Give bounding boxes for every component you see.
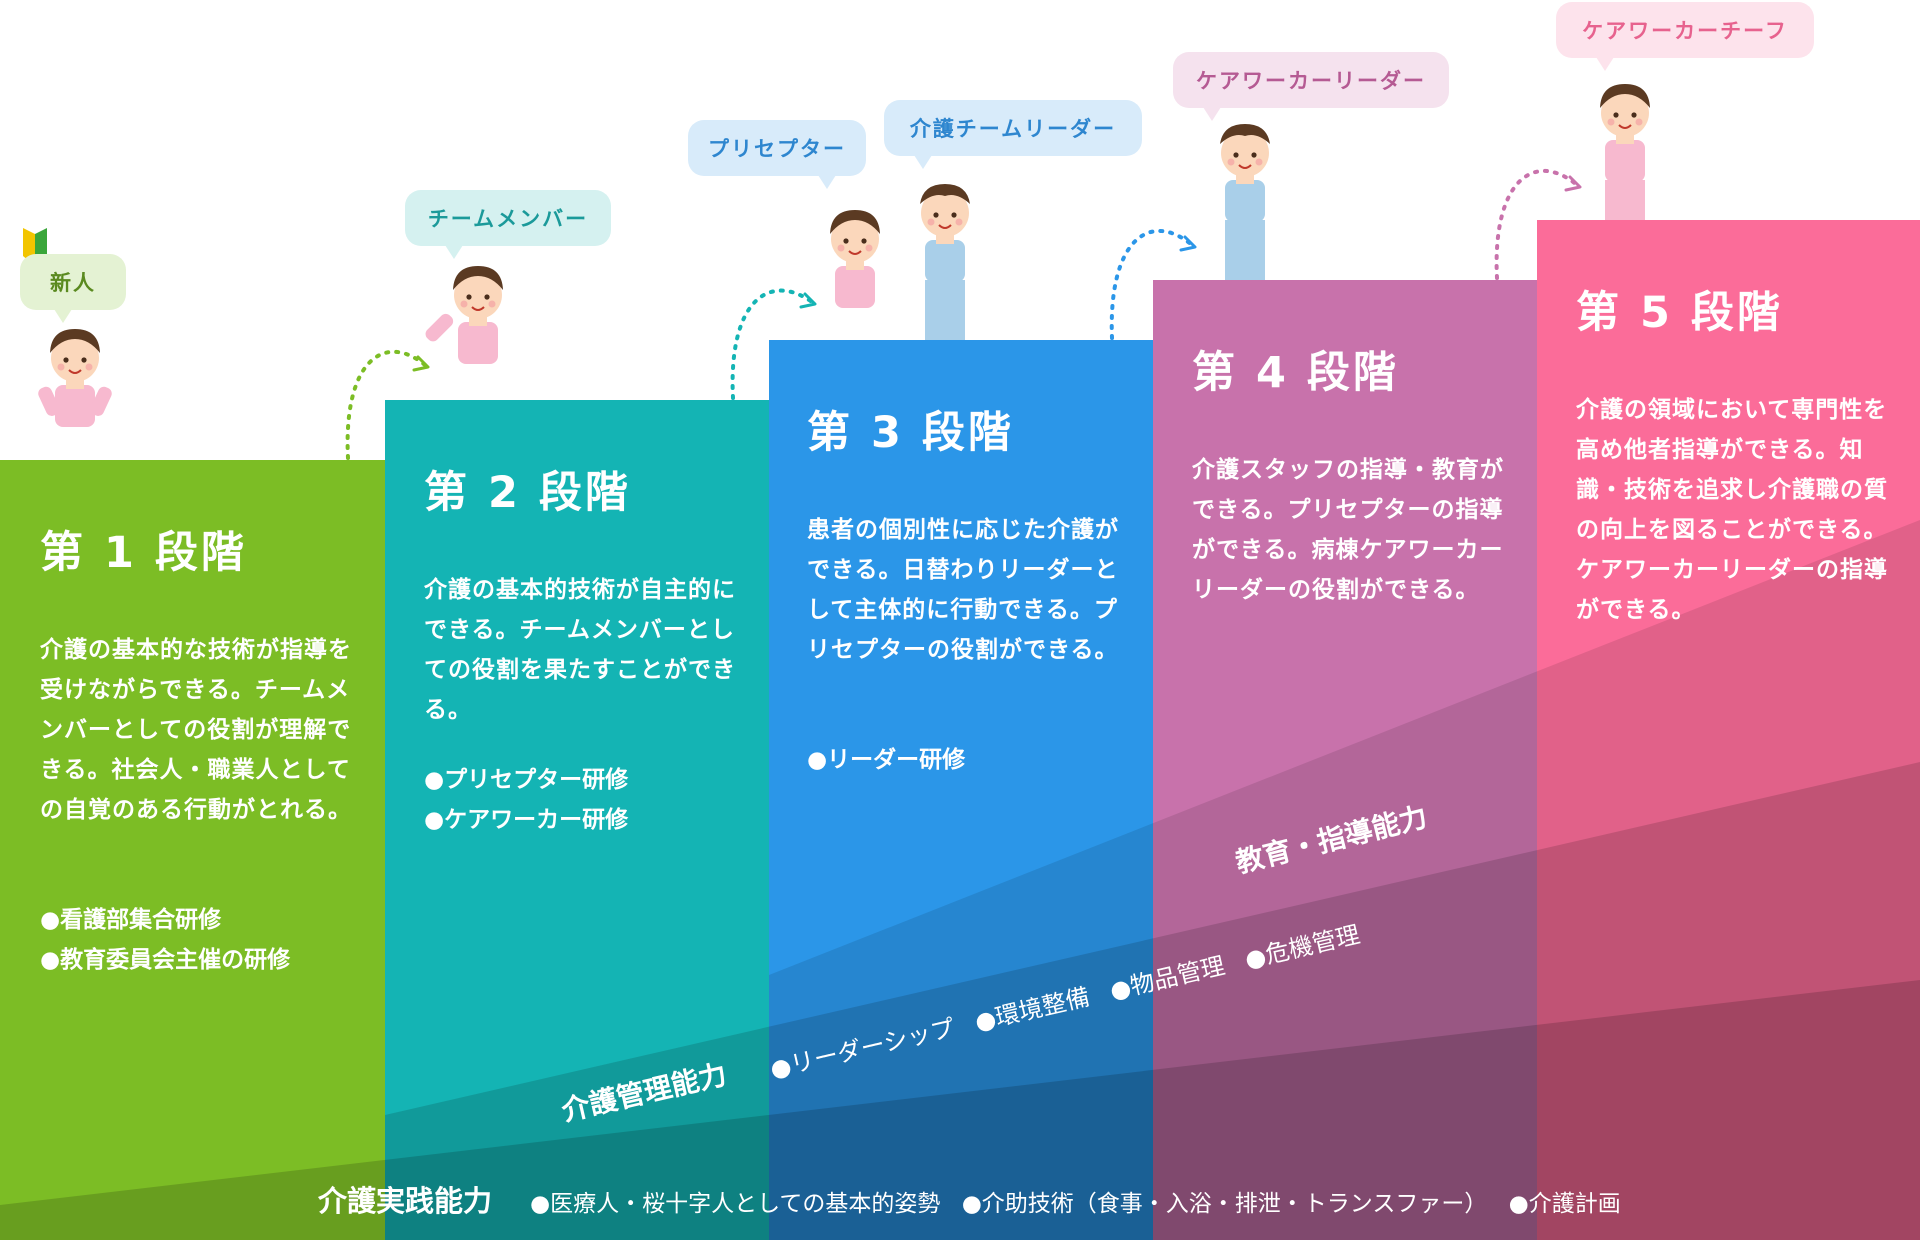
role-bubble-team-member: チームメンバー: [405, 190, 611, 259]
role-bubble-careworker-leader: ケアワーカーリーダー: [1173, 52, 1449, 121]
step-1-title: 第 1 段階: [40, 528, 247, 578]
staff-figure-step-3-leader: [920, 184, 970, 340]
step-4-description: 介護スタッフの指導・教育ができる。プリセプターの指導ができる。病棟ケアワーカーリ…: [1192, 457, 1504, 603]
role-bubble-careworker-chief: ケアワーカーチーフ: [1556, 2, 1814, 71]
progress-arrow-2: [730, 288, 814, 400]
step-4-title: 第 4 段階: [1192, 348, 1399, 398]
role-bubble-care-team-leader: 介護チームリーダー: [884, 100, 1142, 169]
role-bubble-new-staff: 新人: [20, 254, 126, 323]
skill-item: 医療人・桜十字人としての基本的姿勢: [530, 1191, 940, 1217]
training-item: 看護部集合研修: [40, 900, 290, 940]
practice-skill-items: 医療人・桜十字人としての基本的姿勢 介助技術（食事・入浴・排泄・トランスファー）…: [530, 1184, 1635, 1218]
role-bubble-preceptor: プリセプター: [688, 120, 866, 189]
step-5-block: [1537, 220, 1920, 1240]
step-5-description: 介護の領域において専門性を高め他者指導ができる。知識・技術を追求し介護職の質の向…: [1576, 397, 1888, 623]
training-item: プリセプター研修: [424, 760, 628, 800]
practice-skill-label: 介護実践能力: [318, 1184, 493, 1218]
step-2-title: 第 2 段階: [424, 468, 631, 518]
progress-arrow-3: [1109, 228, 1194, 340]
step-1-block: [0, 460, 385, 1240]
practice-skill-wedge: [0, 980, 1920, 1240]
step-5-title: 第 5 段階: [1576, 288, 1783, 338]
staff-figure-step-2: [425, 266, 503, 365]
progress-arrow-1: [345, 349, 427, 460]
training-item: ケアワーカー研修: [424, 800, 628, 840]
skill-item: 介助技術（食事・入浴・排泄・トランスファー）: [962, 1191, 1488, 1217]
progress-arrow-4: [1494, 168, 1579, 280]
step-1-description: 介護の基本的な技術が指導を受けながらできる。チームメンバーとしての役割が理解でき…: [40, 637, 352, 823]
step-3-block: [769, 340, 1153, 1240]
training-item: 教育委員会主催の研修: [40, 940, 290, 980]
skill-item: 介護計画: [1509, 1191, 1621, 1217]
staff-figure-step-3-preceptor: [830, 210, 880, 309]
staff-figure-step-1: [38, 329, 112, 428]
step-3-title: 第 3 段階: [807, 408, 1014, 458]
training-item: リーダー研修: [807, 740, 965, 780]
step-2-training-list: プリセプター研修 ケアワーカー研修: [424, 760, 628, 840]
staff-figure-step-4: [1220, 124, 1270, 280]
management-skill-wedge: [385, 762, 1920, 1240]
education-skill-wedge: [769, 520, 1920, 1240]
staff-figure-step-5: [1600, 84, 1650, 220]
step-3-description: 患者の個別性に応じた介護ができる。日替わりリーダーとして主体的に行動できる。プリ…: [807, 517, 1119, 663]
step-1-training-list: 看護部集合研修 教育委員会主催の研修: [40, 900, 290, 980]
step-4-block: [1153, 280, 1537, 1240]
step-2-description: 介護の基本的技術が自主的にできる。チームメンバーとしての役割を果たすことができる…: [424, 577, 736, 723]
step-3-training-list: リーダー研修: [807, 740, 965, 780]
